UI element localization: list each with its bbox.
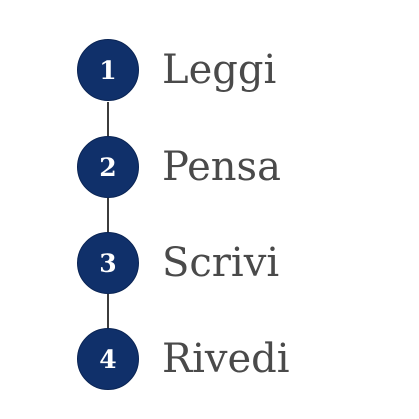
step-1-label: Leggi <box>162 47 277 93</box>
connector-2-3 <box>107 198 109 234</box>
step-4-label: Rivedi <box>162 336 290 382</box>
step-3-circle: 3 <box>77 232 139 294</box>
step-4-number: 4 <box>99 344 117 374</box>
step-2-circle: 2 <box>77 136 139 198</box>
step-3-label: Scrivi <box>162 240 280 286</box>
step-3-number: 3 <box>99 248 117 278</box>
step-1-number: 1 <box>99 55 117 85</box>
connector-1-2 <box>107 102 109 138</box>
step-2-label: Pensa <box>162 144 281 190</box>
step-1-circle: 1 <box>77 39 139 101</box>
step-4-circle: 4 <box>77 328 139 390</box>
step-2-number: 2 <box>99 152 117 182</box>
connector-3-4 <box>107 294 109 330</box>
